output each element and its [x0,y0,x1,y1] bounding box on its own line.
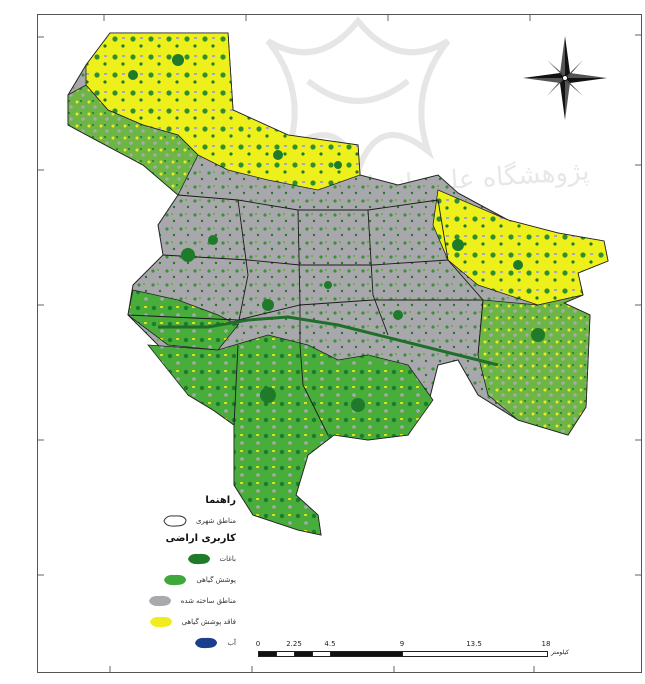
graticule-ticks [38,15,641,672]
map-legend: راهنما مناطق شهری کاربری اراضی باغات پوش… [86,493,236,653]
land-use-title: کاربری اراضی [165,533,236,544]
scale-tick-label: 9 [399,640,405,648]
legend-swatch-built-up [148,595,171,606]
scale-segment [330,651,404,657]
legend-swatch-vegetation [164,574,187,585]
legend-swatch-no-vegetation [149,616,172,627]
scale-segment [312,651,332,657]
legend-label-no-vegetation: فاقد پوشش گیاهی [181,617,236,626]
scale-tick-label: 0 [255,640,261,648]
scale-segment [258,651,278,657]
legend-label-water: آب [227,638,236,647]
legend-row-class: باغات [86,548,236,569]
scale-tick-label: 2.25 [286,640,302,648]
legend-title: راهنما [205,495,236,506]
legend-label-built-up: مناطق ساخته شده [180,596,236,605]
scale-segment [276,651,296,657]
scale-tick-label: 4.5 [324,640,336,648]
scale-tick-label: 13.5 [466,640,482,648]
scale-unit-label: کیلومتر [550,649,570,656]
legend-swatch-water [195,637,218,648]
legend-row-class: آب [86,632,236,653]
legend-row-class: پوشش گیاهی [86,569,236,590]
scale-segment [294,651,314,657]
map-frame: پژوهشگاه علوم انسانی [37,14,642,673]
scale-segment [402,651,548,657]
legend-row-class: فاقد پوشش گیاهی [86,611,236,632]
legend-swatch-orchards [187,553,210,564]
land-use-map [67,32,609,536]
legend-label-vegetation: پوشش گیاهی [196,575,236,584]
district-outline-icon [163,514,187,527]
legend-row-class: مناطق ساخته شده [86,590,236,611]
scale-bar: 0 2.25 4.5 9 13.5 18 کیلومتر [254,640,574,662]
scale-tick-label: 18 [541,640,551,648]
legend-label-urban: مناطق شهری [195,516,236,525]
compass-rose-icon [523,36,607,120]
legend-row-urban: مناطق شهری [86,510,236,531]
legend-label-orchards: باغات [219,554,236,563]
